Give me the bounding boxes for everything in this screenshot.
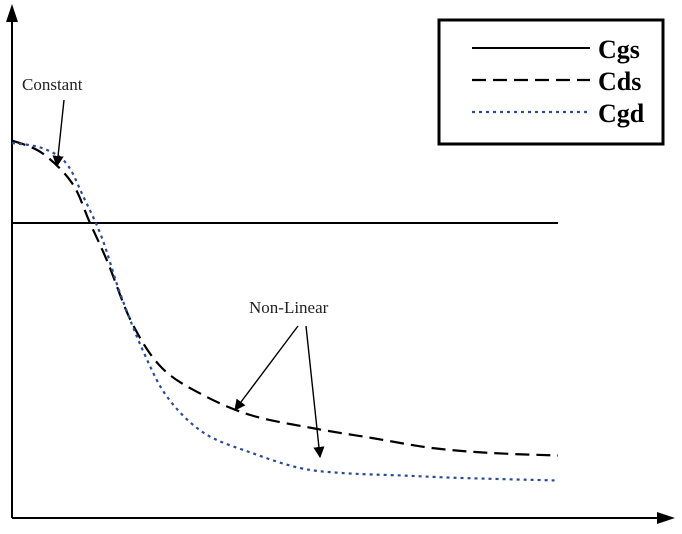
legend-label-cgd: Cgd [598, 99, 645, 128]
x-axis-arrow-icon [657, 512, 675, 524]
annotation-non-linear-arrow-1 [234, 325, 299, 411]
legend-label-cgs: Cgs [598, 35, 640, 64]
y-axis-arrow-icon [6, 4, 18, 22]
legend-entry-cgs: Cgs [472, 35, 640, 64]
annotation-non-linear: Non-Linear [249, 298, 329, 317]
annotation-constant-arrow [52, 99, 65, 168]
series-cds-line [11, 139, 559, 457]
annotation-constant: Constant [22, 75, 83, 94]
legend-entry-cds: Cds [472, 67, 641, 96]
legend: Cgs Cds Cgd [437, 18, 665, 146]
legend-entry-cgd: Cgd [472, 99, 645, 128]
legend-box [437, 18, 665, 146]
annotation-non-linear-arrow-2 [305, 325, 325, 459]
legend-label-cds: Cds [598, 67, 641, 96]
series-cgd-line [11, 141, 559, 482]
